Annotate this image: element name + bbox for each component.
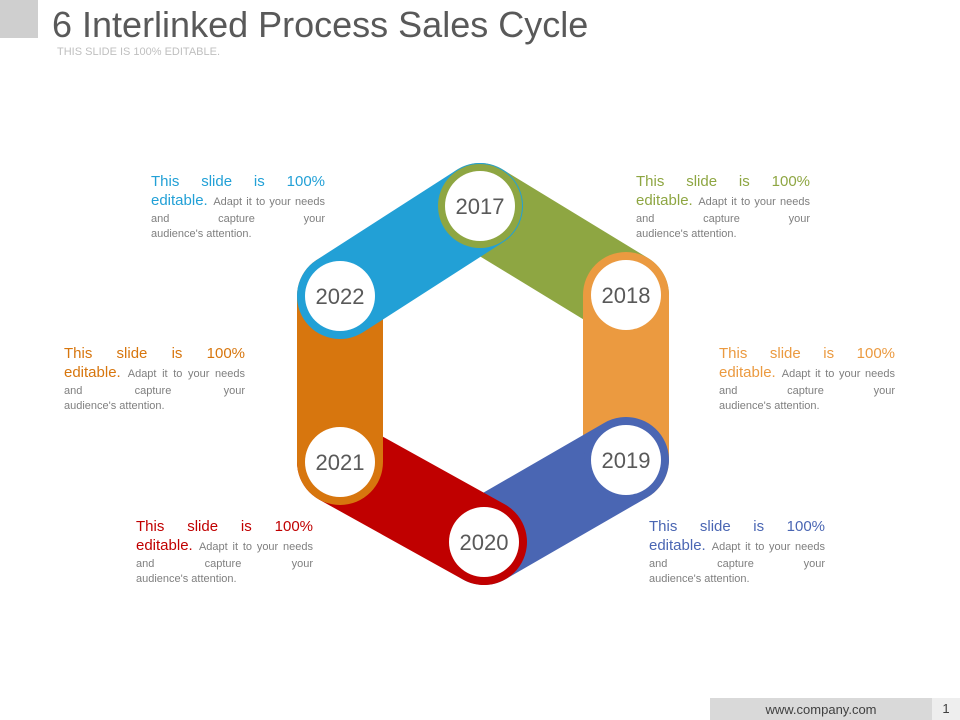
block-tail-2018: audience's attention. [719, 399, 820, 412]
year-label-2020: 2020 [460, 530, 509, 555]
year-label-2017: 2017 [456, 194, 505, 219]
node-2022: 2022 [298, 254, 382, 338]
block-body-2019: Adapt it to your needs and capture your [649, 541, 825, 570]
block-lead-2018: This slide is 100% editable. [719, 345, 895, 381]
node-2019: 2019 [584, 418, 668, 502]
text-block-2022: This slide is 100% editable. Adapt it to… [151, 172, 325, 241]
footer-bar: www.company.com 1 [710, 698, 960, 720]
block-tail-2019: audience's attention. [649, 572, 750, 585]
text-block-2018: This slide is 100% editable. Adapt it to… [719, 344, 895, 413]
page-number: 1 [932, 698, 960, 720]
block-body-2017: Adapt it to your needs and capture your [636, 196, 810, 225]
year-label-2021: 2021 [316, 450, 365, 475]
slide-title: 6 Interlinked Process Sales Cycle [52, 4, 589, 45]
block-tail-2021: audience's attention. [64, 399, 165, 412]
slide-subtitle: THIS SLIDE IS 100% EDITABLE. [57, 46, 221, 58]
corner-accent [0, 0, 38, 38]
block-body-2020: Adapt it to your needs and capture your [136, 541, 314, 570]
block-lead-2021: This slide is 100% editable. [64, 345, 245, 381]
year-label-2019: 2019 [602, 448, 651, 473]
block-lead-2022: This slide is 100% editable. [151, 173, 325, 209]
node-2018: 2018 [584, 253, 668, 337]
footer-url[interactable]: www.company.com [765, 702, 877, 717]
block-lead-2019: This slide is 100% editable. [649, 518, 825, 554]
block-tail-2020: audience's attention. [136, 572, 237, 585]
year-label-2018: 2018 [602, 283, 651, 308]
text-block-2019: This slide is 100% editable. Adapt it to… [649, 517, 825, 586]
text-block-2017: This slide is 100% editable. Adapt it to… [636, 172, 810, 241]
block-body-2018: Adapt it to your needs and capture your [719, 368, 895, 397]
block-tail-2022: audience's attention. [151, 227, 252, 240]
block-lead-2017: This slide is 100% editable. [636, 173, 810, 209]
node-2021: 2021 [298, 420, 382, 504]
block-body-2021: Adapt it to your needs and capture your [64, 368, 245, 397]
text-block-2021: This slide is 100% editable. Adapt it to… [64, 344, 245, 413]
text-block-2020: This slide is 100% editable. Adapt it to… [136, 517, 313, 586]
node-2020: 2020 [442, 500, 526, 584]
block-lead-2020: This slide is 100% editable. [136, 518, 313, 554]
block-tail-2017: audience's attention. [636, 227, 737, 240]
year-label-2022: 2022 [316, 284, 365, 309]
block-body-2022: Adapt it to your needs and capture your [151, 196, 325, 225]
node-2017: 2017 [438, 164, 522, 248]
